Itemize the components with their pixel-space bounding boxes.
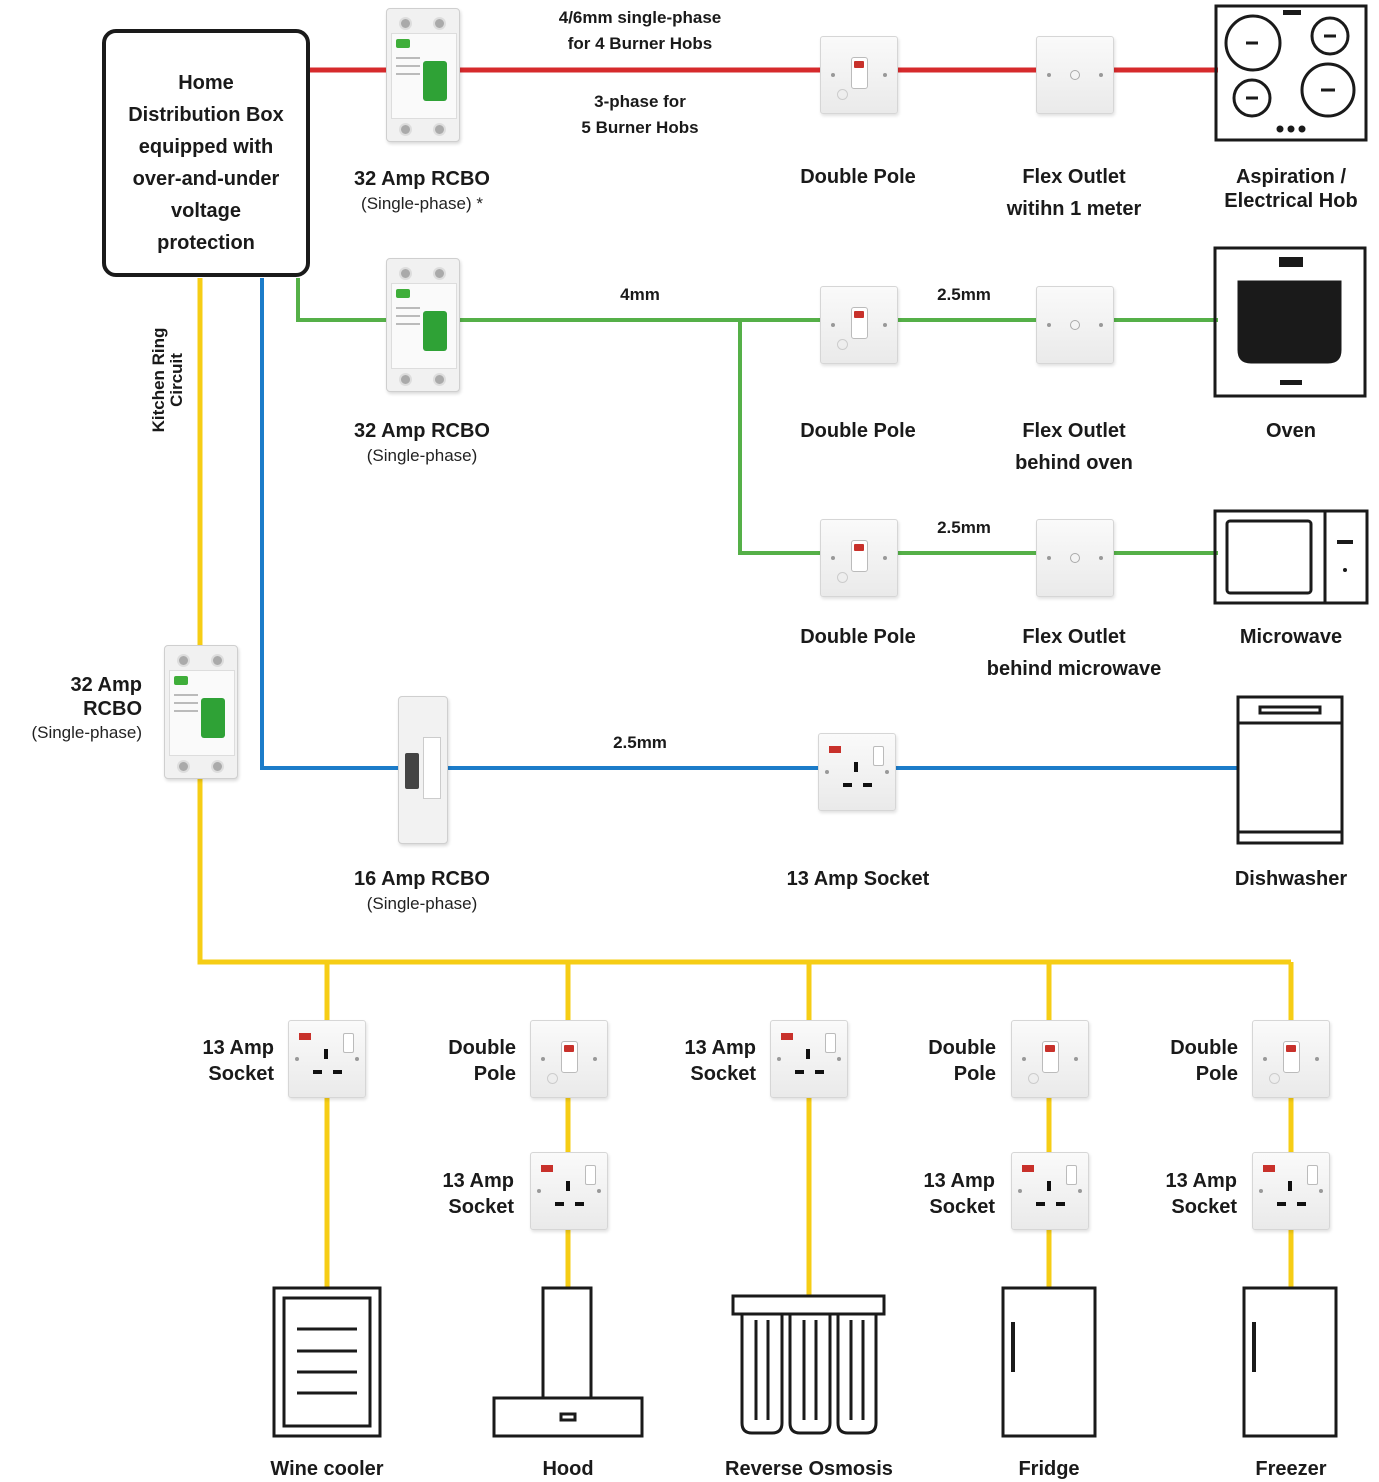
ring-branch-2-socket-label-2: Socket — [448, 1196, 514, 1218]
wine-cooler-socket — [288, 1020, 366, 1098]
freezer-socket — [1252, 1152, 1330, 1230]
hob-rcbo-label: 32 Amp RCBO — [354, 168, 490, 190]
hob-flex-outlet — [1036, 36, 1114, 114]
fridge-icon — [1001, 1286, 1097, 1438]
dishwasher-socket — [818, 733, 896, 811]
dishwasher-rcbo — [398, 696, 448, 844]
hob-cable-label-bottom: 3-phase for — [594, 92, 686, 111]
oven-rcbo-label: 32 Amp RCBO — [354, 420, 490, 442]
ring-branch-4-label: Double — [928, 1037, 996, 1059]
hob-rcbo — [386, 8, 460, 142]
hob-rcbo-sub: (Single-phase) * — [361, 194, 483, 213]
distribution-box-label: Home Distribution Box equipped with over… — [128, 72, 284, 254]
wine-cooler-icon — [272, 1286, 382, 1438]
hob-cable-label-bottom-2: 5 Burner Hobs — [581, 118, 699, 137]
ring-branch-4-socket-label-2: Socket — [929, 1196, 995, 1218]
oven-flex-outlet-label-2: behind oven — [1015, 452, 1133, 474]
freezer-double-pole — [1252, 1020, 1330, 1098]
hob-flex-outlet-label: Flex Outlet — [1022, 166, 1126, 188]
microwave-double-pole — [820, 519, 898, 597]
ring-rcbo — [164, 645, 238, 779]
hood-double-pole — [530, 1020, 608, 1098]
dishwasher-socket-label: 13 Amp Socket — [786, 868, 930, 890]
dishwasher-cable-label: 2.5mm — [613, 733, 667, 752]
ring-rcbo-label: 32 Amp — [70, 674, 142, 696]
microwave-icon — [1213, 509, 1369, 605]
ring-branch-1-label: 13 Amp — [202, 1037, 274, 1059]
hob-double-pole — [820, 36, 898, 114]
microwave-flex-outlet — [1036, 519, 1114, 597]
oven-double-pole-label: Double Pole — [800, 420, 916, 442]
microwave-flex-outlet-label-2: behind microwave — [986, 658, 1162, 680]
oven-rcbo-sub: (Single-phase) — [366, 446, 478, 465]
ring-branch-5-label: Double — [1170, 1037, 1238, 1059]
microwave-branch-cable-label: 2.5mm — [937, 518, 991, 537]
hood-label: Hood — [542, 1458, 594, 1480]
reverse-osmosis-label: Reverse Osmosis — [725, 1458, 893, 1480]
hood-socket — [530, 1152, 608, 1230]
microwave-flex-outlet-label: Flex Outlet — [1022, 626, 1126, 648]
ring-branch-5-socket-label-2: Socket — [1171, 1196, 1237, 1218]
hob-flex-outlet-label-2: witihn 1 meter — [1006, 198, 1142, 220]
oven-flex-outlet-label: Flex Outlet — [1022, 420, 1126, 442]
oven-flex-outlet — [1036, 286, 1114, 364]
ring-branch-2-label-2: Pole — [473, 1063, 516, 1085]
ring-rcbo-sub: (Single-phase) — [31, 723, 142, 742]
reverse-osmosis-icon — [731, 1294, 886, 1435]
dishwasher-icon — [1236, 695, 1344, 845]
hob-appliance-label-2: Electrical Hob — [1224, 190, 1358, 212]
distribution-box: Home Distribution Box equipped with over… — [102, 29, 310, 277]
oven-cable-label: 4mm — [620, 285, 660, 304]
hood-icon — [492, 1286, 644, 1438]
hob-cable-label-top: 4/6mm single-phase — [558, 8, 722, 27]
microwave-appliance-label: Microwave — [1239, 626, 1343, 648]
oven-branch-cable-label: 2.5mm — [937, 285, 991, 304]
wine-cooler-label: Wine cooler — [270, 1458, 384, 1480]
hob-cable-label-top-2: for 4 Burner Hobs — [567, 34, 713, 53]
ring-branch-2-label: Double — [448, 1037, 516, 1059]
ring-branch-3-label-2: Socket — [690, 1063, 756, 1085]
fridge-double-pole — [1011, 1020, 1089, 1098]
ring-cable — [197, 278, 1291, 965]
ring-branch-1-label-2: Socket — [208, 1063, 274, 1085]
oven-icon — [1213, 246, 1367, 398]
microwave-double-pole-label: Double Pole — [800, 626, 916, 648]
ring-rcbo-label-2: RCBO — [83, 698, 142, 720]
dishwasher-cable — [260, 278, 1238, 770]
hob-appliance-label: Aspiration / — [1235, 166, 1346, 188]
ring-circuit-label: Kitchen Ring Circuit — [149, 327, 186, 433]
fridge-socket — [1011, 1152, 1089, 1230]
dishwasher-rcbo-sub: (Single-phase) — [366, 894, 478, 913]
ring-branch-5-label-2: Pole — [1195, 1063, 1238, 1085]
ring-branch-4-label-2: Pole — [953, 1063, 996, 1085]
oven-double-pole — [820, 286, 898, 364]
oven-cable — [296, 278, 1218, 322]
hob-double-pole-label: Double Pole — [800, 166, 916, 188]
hob-icon — [1214, 4, 1368, 142]
freezer-icon — [1242, 1286, 1338, 1438]
ring-branch-2-socket-label: 13 Amp — [442, 1170, 514, 1192]
ring-branch-5-socket-label: 13 Amp — [1165, 1170, 1237, 1192]
oven-appliance-label: Oven — [1265, 420, 1317, 442]
dishwasher-appliance-label: Dishwasher — [1234, 868, 1348, 890]
freezer-label: Freezer — [1255, 1458, 1327, 1480]
ring-branch-3-label: 13 Amp — [684, 1037, 756, 1059]
reverse-osmosis-socket — [770, 1020, 848, 1098]
ring-branch-4-socket-label: 13 Amp — [923, 1170, 995, 1192]
dishwasher-rcbo-label: 16 Amp RCBO — [354, 868, 490, 890]
fridge-label: Fridge — [1018, 1458, 1080, 1480]
oven-rcbo — [386, 258, 460, 392]
